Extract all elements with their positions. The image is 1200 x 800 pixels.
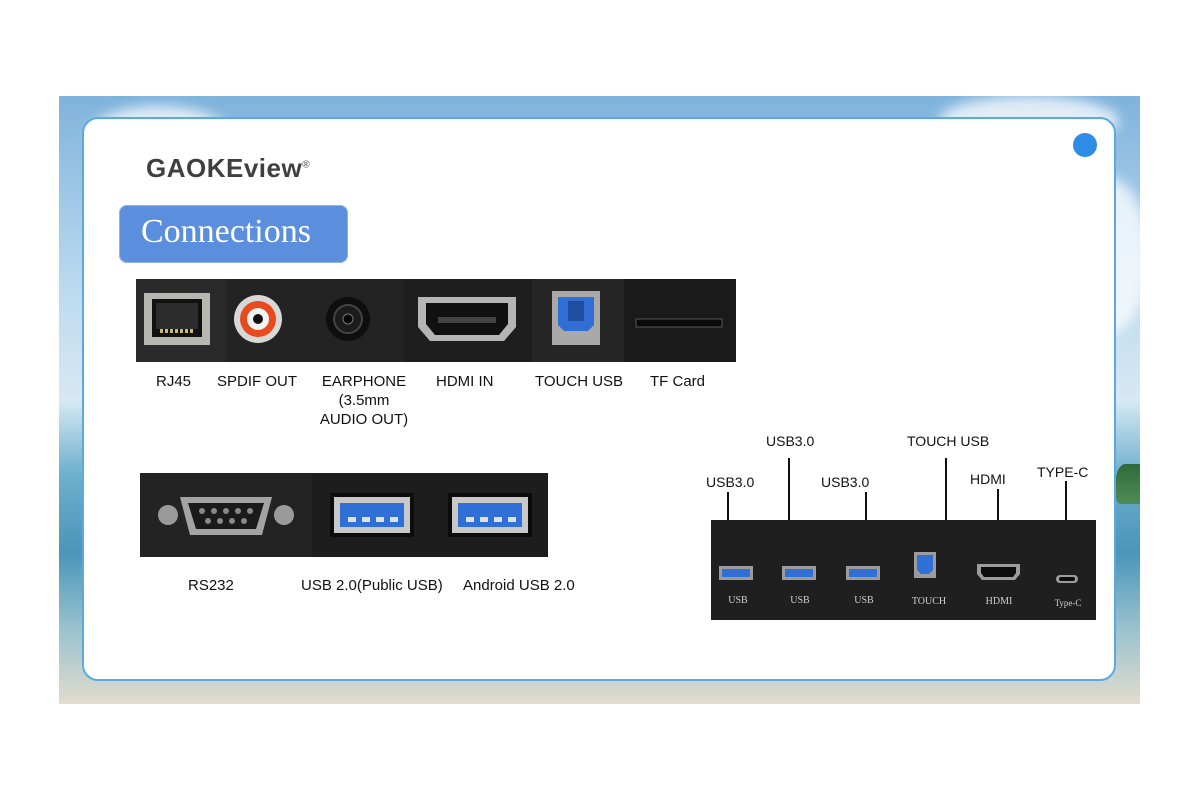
port-label-type-c: Type-C [1054, 598, 1082, 608]
label-rs232: RS232 [188, 577, 234, 594]
touch-usb-port-icon [532, 279, 624, 362]
spdif-port-icon [226, 279, 304, 362]
callout-usb3-1: USB3.0 [706, 474, 755, 490]
port-label-usb-2: USB [790, 595, 810, 606]
tf-card-slot-icon [624, 279, 736, 362]
callout-usb3-3: USB3.0 [821, 474, 870, 490]
port-label-usb-1: USB [728, 595, 748, 606]
label-earphone-audio-out: AUDIO OUT) [319, 411, 409, 428]
label-android-usb2: Android USB 2.0 [463, 577, 575, 594]
leader-line [788, 458, 790, 532]
touch-usb-b-port-icon [914, 552, 936, 578]
section-title-badge: Connections [119, 205, 348, 263]
section-title: Connections [141, 213, 311, 250]
rs232-port-icon [140, 473, 312, 557]
leader-line [727, 492, 729, 532]
type-c-port-icon [1056, 575, 1078, 583]
rj45-port-icon [136, 279, 226, 362]
label-usb2-public: USB 2.0(Public USB) [301, 577, 443, 594]
corner-dot [1073, 133, 1097, 157]
callout-type-c: TYPE-C [1037, 464, 1089, 480]
callout-usb3-2: USB3.0 [766, 433, 815, 449]
usb3-port-icon [719, 566, 753, 580]
label-touch-usb: TOUCH USB [535, 373, 624, 390]
android-usb2-port-icon [430, 473, 548, 557]
port-label-usb-3: USB [854, 595, 874, 606]
usb3-port-icon [846, 566, 880, 580]
serial-usb-panel [140, 473, 548, 557]
label-earphone-size: (3.5mm [338, 392, 390, 409]
label-tf-card: TF Card [650, 373, 706, 390]
callout-hdmi: HDMI [970, 471, 1006, 487]
label-hdmi-in: HDMI IN [436, 373, 494, 390]
hdmi-port-icon [404, 279, 532, 362]
usb3-port-icon [782, 566, 816, 580]
front-port-panel: USB USB USB TOUCH HDMI Type-C [711, 520, 1096, 620]
leader-line [997, 489, 999, 541]
palm-tree-icon [1116, 464, 1140, 504]
brand-logo: GAOKEview® [146, 153, 311, 183]
port-label-hdmi: HDMI [985, 596, 1013, 607]
rear-connector-panel [136, 279, 736, 362]
hdmi-port-icon [977, 564, 1020, 580]
leader-line [865, 492, 867, 532]
usb2-public-port-icon [312, 473, 430, 557]
label-spdif-out: SPDIF OUT [217, 373, 298, 390]
earphone-port-icon [304, 279, 404, 362]
callout-touch-usb: TOUCH USB [907, 433, 990, 449]
port-label-touch: TOUCH [911, 596, 947, 607]
label-rj45: RJ45 [156, 373, 192, 390]
label-earphone: EARPHONE [321, 373, 407, 390]
leader-line [1065, 481, 1067, 533]
leader-line [945, 458, 947, 546]
